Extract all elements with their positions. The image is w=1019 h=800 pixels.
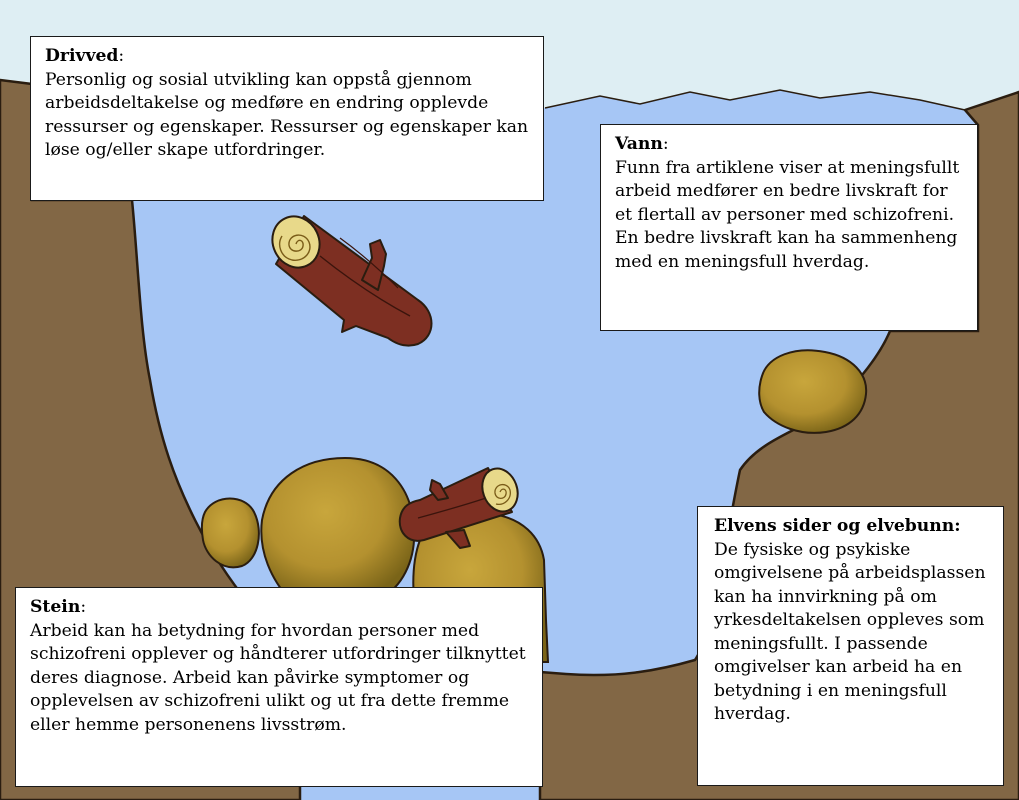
water-text: Funn fra artiklene viser at meningsfullt… [615, 157, 967, 275]
stone-title-colon: : [80, 597, 86, 617]
stone-right-bank [759, 350, 866, 433]
stone-large-center [261, 458, 414, 600]
stone-small-left [202, 499, 259, 568]
driftwood-title-colon: : [118, 46, 124, 66]
label-box-driftwood: Drivved: Personlig og sosial utvikling k… [30, 36, 544, 201]
driftwood-text: Personlig og sosial utvikling kan oppstå… [45, 69, 533, 163]
label-box-riverbanks: Elvens sider og elvebunn: De fysiske og … [697, 506, 1004, 786]
riverbanks-text: De fysiske og psykiske omgivelsene på ar… [714, 539, 993, 727]
driftwood-title: Drivved [45, 46, 118, 66]
stone-text: Arbeid kan ha betydning for hvordan pers… [30, 620, 532, 738]
riverbanks-title: Elvens sider og elvebunn: [714, 515, 993, 539]
label-box-stone: Stein: Arbeid kan ha betydning for hvord… [15, 587, 543, 787]
label-box-water: Vann: Funn fra artiklene viser at mening… [600, 124, 978, 331]
water-title-colon: : [663, 134, 669, 154]
stone-title: Stein [30, 597, 80, 617]
water-title: Vann [615, 134, 663, 154]
